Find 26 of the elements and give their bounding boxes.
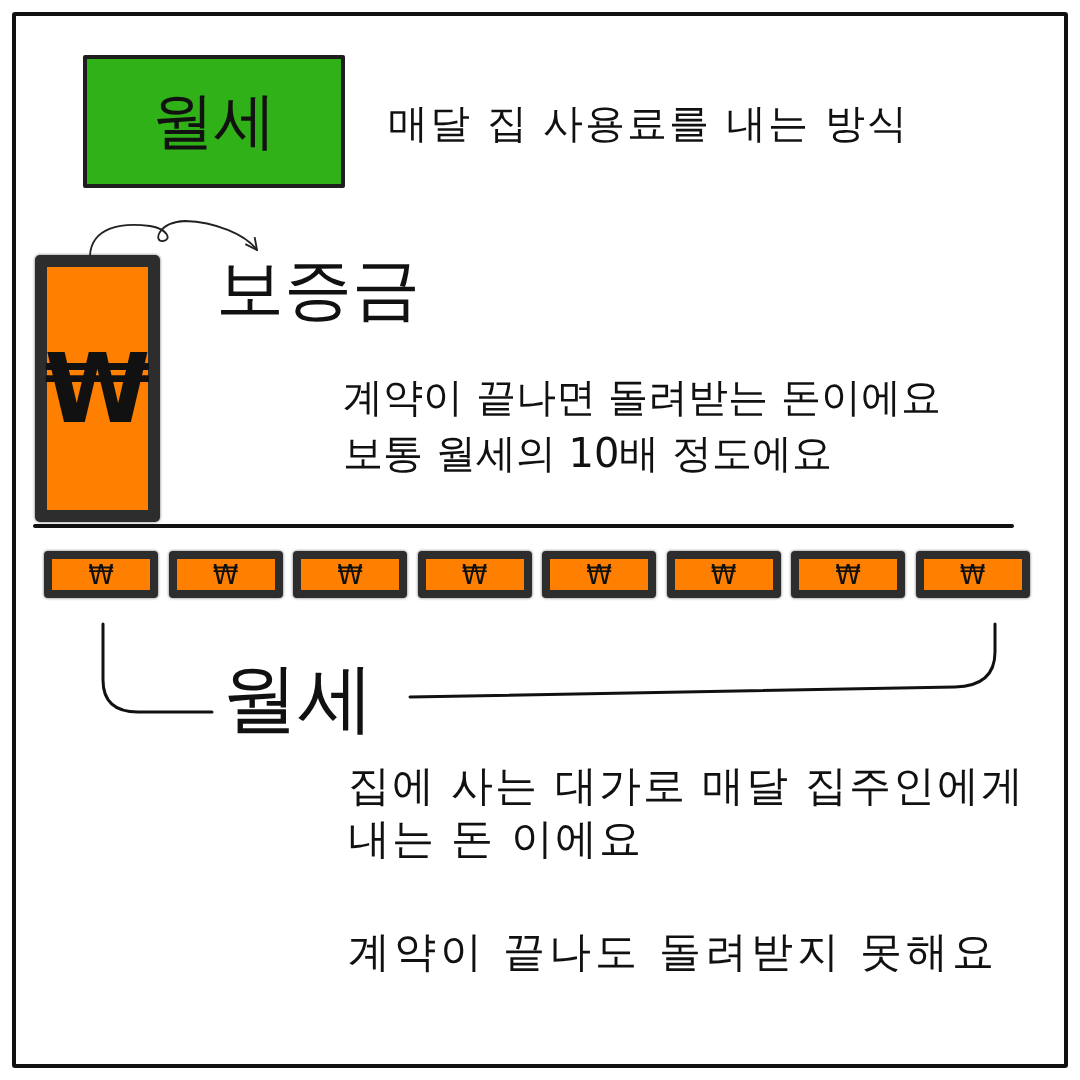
curved-arrow [89, 220, 258, 256]
payment-block [168, 551, 283, 598]
won-sign: ₩ [212, 561, 239, 588]
description-text: 계약이 끝나도 돌려받지 못해요 [348, 926, 999, 978]
won-sign: ₩ [710, 561, 737, 588]
term-title: 월세 [152, 87, 276, 156]
bracket-label: 월세 [222, 652, 374, 744]
won-sign: ₩ [88, 561, 114, 588]
won-sign: ₩ [586, 561, 612, 588]
won-sign: ₩ [959, 561, 986, 588]
term-box [83, 55, 345, 188]
payment-block [44, 551, 158, 598]
payment-block [542, 551, 656, 598]
description-text: 집에 사는 대가로 매달 집주인에게 내는 돈 이에요 [348, 760, 1027, 865]
won-sign: ₩ [835, 561, 861, 588]
payment-block [417, 551, 532, 598]
payment-block [666, 551, 781, 598]
payment-block [293, 551, 407, 598]
description-text: 보통 월세의 10배 정도에요 [343, 429, 833, 478]
description-text: 계약이 끝나면 돌려받는 돈이에요 [343, 373, 942, 422]
won-sign: ₩ [337, 561, 363, 588]
won-sign: ₩ [461, 561, 488, 588]
term-definition: 매달 집 사용료를 내는 방식 [388, 99, 909, 148]
payment-block [915, 551, 1030, 598]
payment-block [791, 551, 905, 598]
section-heading: 보증금 [216, 250, 420, 329]
